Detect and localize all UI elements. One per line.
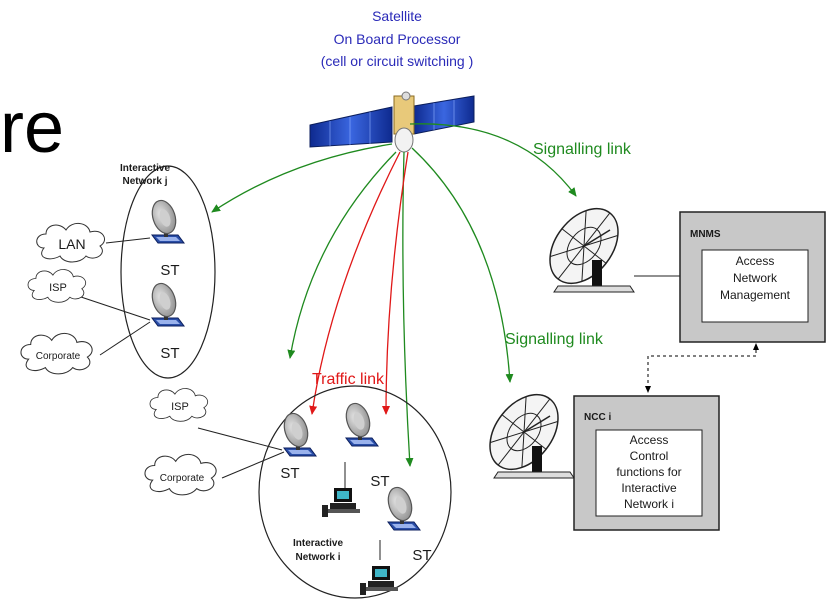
cloud-lan-label: LAN xyxy=(58,236,85,252)
mnms-line2: Network xyxy=(733,271,778,285)
network-j-st-b-label: ST xyxy=(160,345,179,362)
mnms-ncc-dashed-link xyxy=(645,343,759,393)
network-j-boundary xyxy=(120,165,216,379)
network-i-boundary xyxy=(258,385,452,599)
mnms-line3: Management xyxy=(720,288,791,302)
cloud-corporate-label-i: Corporate xyxy=(160,473,205,484)
computer-icon xyxy=(360,566,398,595)
network-i-st-a-label: ST xyxy=(280,465,299,482)
st-dish-icon xyxy=(279,409,317,457)
signalling-arrow-network-i-down xyxy=(402,151,414,467)
network-j-st-a-label: ST xyxy=(160,262,179,279)
ncc-line2: Control xyxy=(630,449,669,463)
st-dish-icon xyxy=(341,399,379,447)
network-j-label-line1: Interactive xyxy=(120,163,170,174)
signalling-arrow-network-i-left xyxy=(287,151,397,359)
traffic-link-label: Traffic link xyxy=(312,371,385,388)
ncc-line1: Access xyxy=(630,433,669,447)
network-i-st-b-label: ST xyxy=(370,473,389,490)
mnms-inner-box xyxy=(701,249,809,323)
network-i-label-line2: Network i xyxy=(295,552,340,563)
st-dish-icon xyxy=(383,483,421,531)
traffic-links xyxy=(309,151,409,415)
ncc-line5: Network i xyxy=(624,497,674,511)
ncc-inner-box xyxy=(595,429,703,517)
satellite-label-line3: (cell or circuit switching ) xyxy=(321,53,473,69)
cloud-corporate-label-j: Corporate xyxy=(36,351,81,362)
cloud-isp-label-i: ISP xyxy=(171,401,189,413)
slide-title-fragment: re xyxy=(0,88,64,168)
signalling-arrow-mnms xyxy=(409,123,577,197)
mnms-line1: Access xyxy=(736,254,775,268)
ncc-line3: functions for xyxy=(616,465,681,479)
mnms-title: MNMS xyxy=(690,229,721,240)
signalling-link-label-mid: Signalling link xyxy=(505,331,604,348)
traffic-arrow-right xyxy=(382,151,409,415)
network-j-wires xyxy=(77,237,151,356)
signalling-links xyxy=(211,123,577,467)
cloud-isp-label-j: ISP xyxy=(49,282,67,294)
network-j-label-line2: Network j xyxy=(122,176,167,187)
st-dish-icon xyxy=(147,279,185,327)
ncc-line4: Interactive xyxy=(621,481,677,495)
ncc-title: NCC i xyxy=(584,412,611,423)
computer-icon xyxy=(322,488,360,517)
satellite-label-line2: On Board Processor xyxy=(334,31,461,47)
gateway-dish-icon xyxy=(475,380,575,484)
network-i-st-c-label: ST xyxy=(412,547,431,564)
gateway-dish-icon xyxy=(535,194,635,298)
satellite-icon xyxy=(309,91,475,153)
signalling-arrow-ncc xyxy=(411,147,514,383)
satellite-label-line1: Satellite xyxy=(372,8,422,24)
traffic-arrow-left xyxy=(309,151,401,415)
network-i-label-line1: Interactive xyxy=(293,538,343,549)
st-dish-icon xyxy=(147,196,185,244)
network-i-wires xyxy=(197,427,381,560)
signalling-link-label-top: Signalling link xyxy=(533,141,632,158)
signalling-arrow-network-j xyxy=(211,143,393,213)
